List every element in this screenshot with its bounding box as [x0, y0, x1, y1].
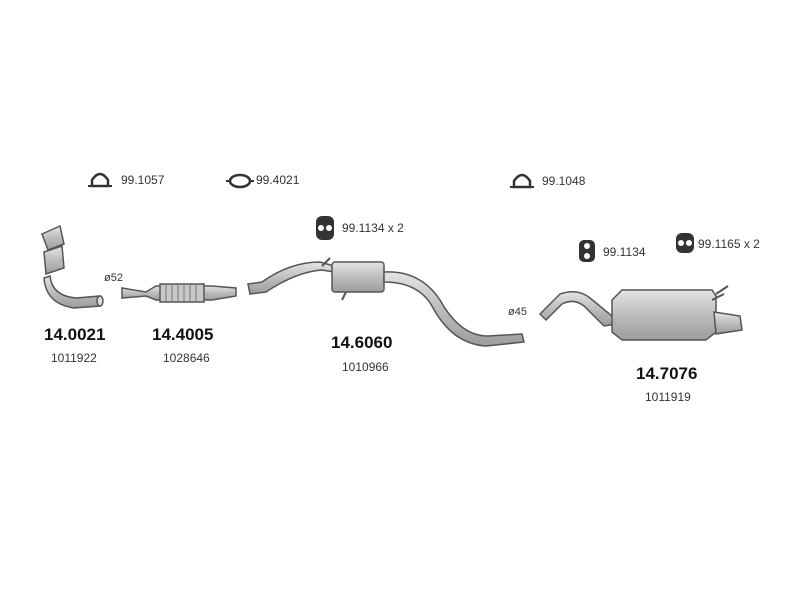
part-number: 14.0021: [44, 325, 106, 344]
oem-number: 1011919: [645, 390, 691, 404]
accessory-code: 99.1134: [603, 245, 646, 259]
diameter-label: ø45: [508, 306, 527, 318]
rubber-mount-icon: [316, 216, 334, 240]
part-number: 14.6060: [331, 333, 393, 352]
accessory-code: 99.1048: [542, 174, 586, 188]
part-number: 14.7076: [636, 364, 698, 383]
rubber-mount-icon: [676, 233, 694, 253]
oem-number: 1011922: [51, 351, 97, 365]
front-pipe-part: [41, 224, 104, 309]
accessory-code: 99.1057: [121, 173, 165, 187]
accessory-code: 99.1165 x 2: [698, 237, 760, 251]
accessory-code: 99.1134 x 2: [342, 221, 404, 235]
rear-silencer-part: [538, 285, 743, 341]
flex-pipe-part: [121, 283, 237, 303]
part-number: 14.4005: [152, 325, 214, 344]
clamp-icon: [510, 173, 534, 189]
accessory-code: 99.4021: [256, 173, 300, 187]
rubber-mount-icon: [579, 240, 595, 262]
center-silencer-part: [247, 257, 525, 347]
oem-number: 1010966: [342, 360, 389, 374]
diameter-label: ø52: [104, 272, 123, 284]
oem-number: 1028646: [163, 351, 210, 365]
clamp-icon: [88, 172, 112, 188]
gasket-ring-icon: [226, 173, 254, 189]
